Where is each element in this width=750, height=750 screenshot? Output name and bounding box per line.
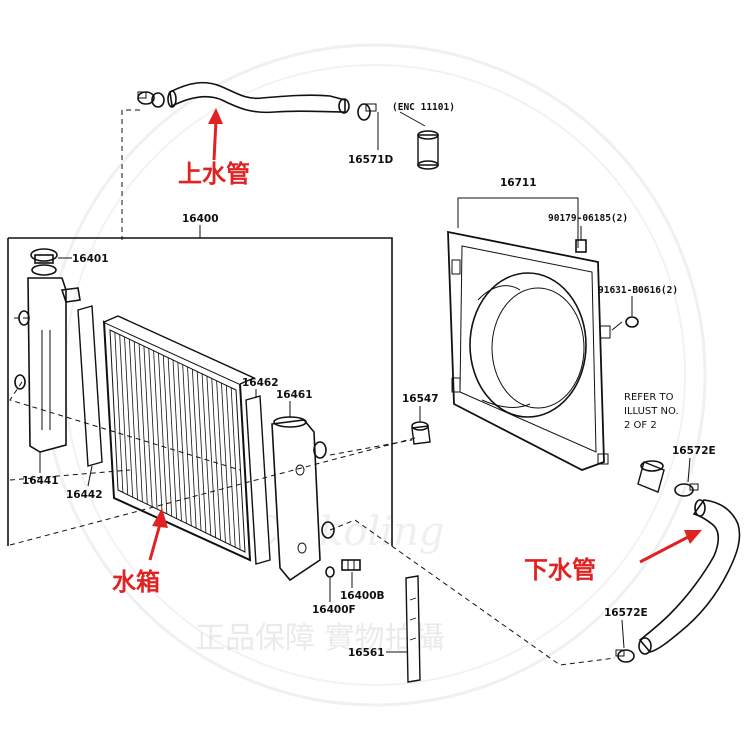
radiator-core-fins (114, 332, 241, 550)
radiator-fin-line (148, 348, 158, 510)
upper-hose-left-clamp (137, 91, 165, 108)
label-16711: 16711 (500, 177, 537, 189)
label-16461: 16461 (276, 389, 313, 401)
refer-note-line3: 2 OF 2 (624, 420, 657, 431)
label-16571d: 16571D (348, 154, 394, 166)
radiator-fin-line (230, 387, 241, 550)
callout-lower-hose: 下水管 (524, 530, 702, 584)
label-91631-b0616: 91631-B0616(2) (598, 285, 678, 296)
radiator-fin-line (114, 332, 124, 493)
radiator-fin-line (167, 357, 178, 519)
gasket-16462: 16462 (242, 377, 279, 565)
upper-hose-group: (ENC 11101) 16571D (137, 81, 455, 170)
label-16441: 16441 (22, 475, 59, 487)
radiator-fin-line (138, 343, 148, 505)
callout-upper-hose-text: 上水管 (178, 160, 250, 188)
lower-hose (638, 499, 741, 653)
radiator-fin-line (191, 369, 202, 531)
radiator-fin-line (133, 341, 143, 502)
upper-hose (169, 81, 346, 114)
bolt-16547: 16547 (402, 393, 439, 445)
drain-plug-16400f: 16400F (312, 566, 356, 616)
radiator-fin-line (153, 350, 163, 512)
right-tank-16461: 16461 (271, 389, 335, 582)
lower-hose-group: 16572E 16572E (604, 445, 741, 663)
radiator-fin-line (206, 376, 217, 538)
left-tank-16441: 16441 (14, 277, 81, 487)
label-16400b: 16400B (340, 590, 385, 602)
radiator-fin-line (143, 346, 153, 507)
label-16572e-bottom: 16572E (604, 607, 648, 619)
label-16462: 16462 (242, 377, 279, 389)
label-90179-06185: 90179-06185(2) (548, 213, 628, 224)
label-16572e-top: 16572E (672, 445, 716, 457)
radiator-fin-line (177, 362, 187, 524)
lower-hose-lower-clamp (615, 649, 635, 663)
radiator-cap-16401: 16401 (30, 248, 109, 276)
watermark-footer-text: 正品保障 實物拍攝 (195, 621, 445, 656)
label-16442: 16442 (66, 489, 103, 501)
nut-90179-06185: 90179-06185(2) (548, 213, 628, 253)
gasket-16442: 16442 (66, 305, 103, 501)
radiator-fin-line (119, 334, 129, 495)
bracket-16561: 16561 (348, 575, 421, 683)
label-enc-11101: (ENC 11101) (392, 102, 455, 113)
radiator-fin-line (225, 385, 236, 548)
radiator-fin-line (162, 355, 173, 517)
radiator-fin-line (187, 366, 197, 529)
radiator-fin-line (211, 378, 221, 541)
bolt-91631-b0616: 91631-B0616(2) (598, 285, 678, 331)
radiator-fin-line (221, 383, 231, 545)
drain-cock-16400b: 16400B (340, 559, 385, 602)
radiator-fin-line (128, 339, 138, 500)
radiator-fin-line (124, 336, 134, 498)
callout-lower-hose-text: 下水管 (524, 556, 596, 584)
radiator-fin-line (201, 373, 212, 536)
label-16561: 16561 (348, 647, 385, 659)
label-16401: 16401 (72, 253, 109, 265)
lower-hose-upper-clamp (674, 483, 699, 497)
label-16400: 16400 (182, 213, 219, 225)
part-16571d-pipe (417, 130, 439, 170)
radiator-core (102, 315, 256, 562)
lower-hose-pipe-stub (637, 460, 665, 493)
radiator-fin-line (196, 371, 207, 533)
radiator-fin-line (182, 364, 192, 526)
callout-radiator: 水箱 (112, 508, 168, 596)
radiator-fin-line (216, 380, 226, 543)
callout-radiator-text: 水箱 (112, 568, 160, 596)
radiator-fin-line (172, 359, 182, 522)
refer-note-line2: ILLUST NO. (624, 406, 679, 417)
refer-note-line1: REFER TO (624, 392, 674, 403)
radiator-fin-line (158, 353, 168, 514)
callout-upper-hose: 上水管 (178, 108, 250, 188)
refer-note: REFER TO ILLUST NO. 2 OF 2 (624, 392, 679, 431)
label-16547: 16547 (402, 393, 439, 405)
fan-shroud-16711: 16711 (447, 177, 611, 471)
upper-hose-right-clamp (357, 103, 377, 121)
label-16400f: 16400F (312, 604, 356, 616)
